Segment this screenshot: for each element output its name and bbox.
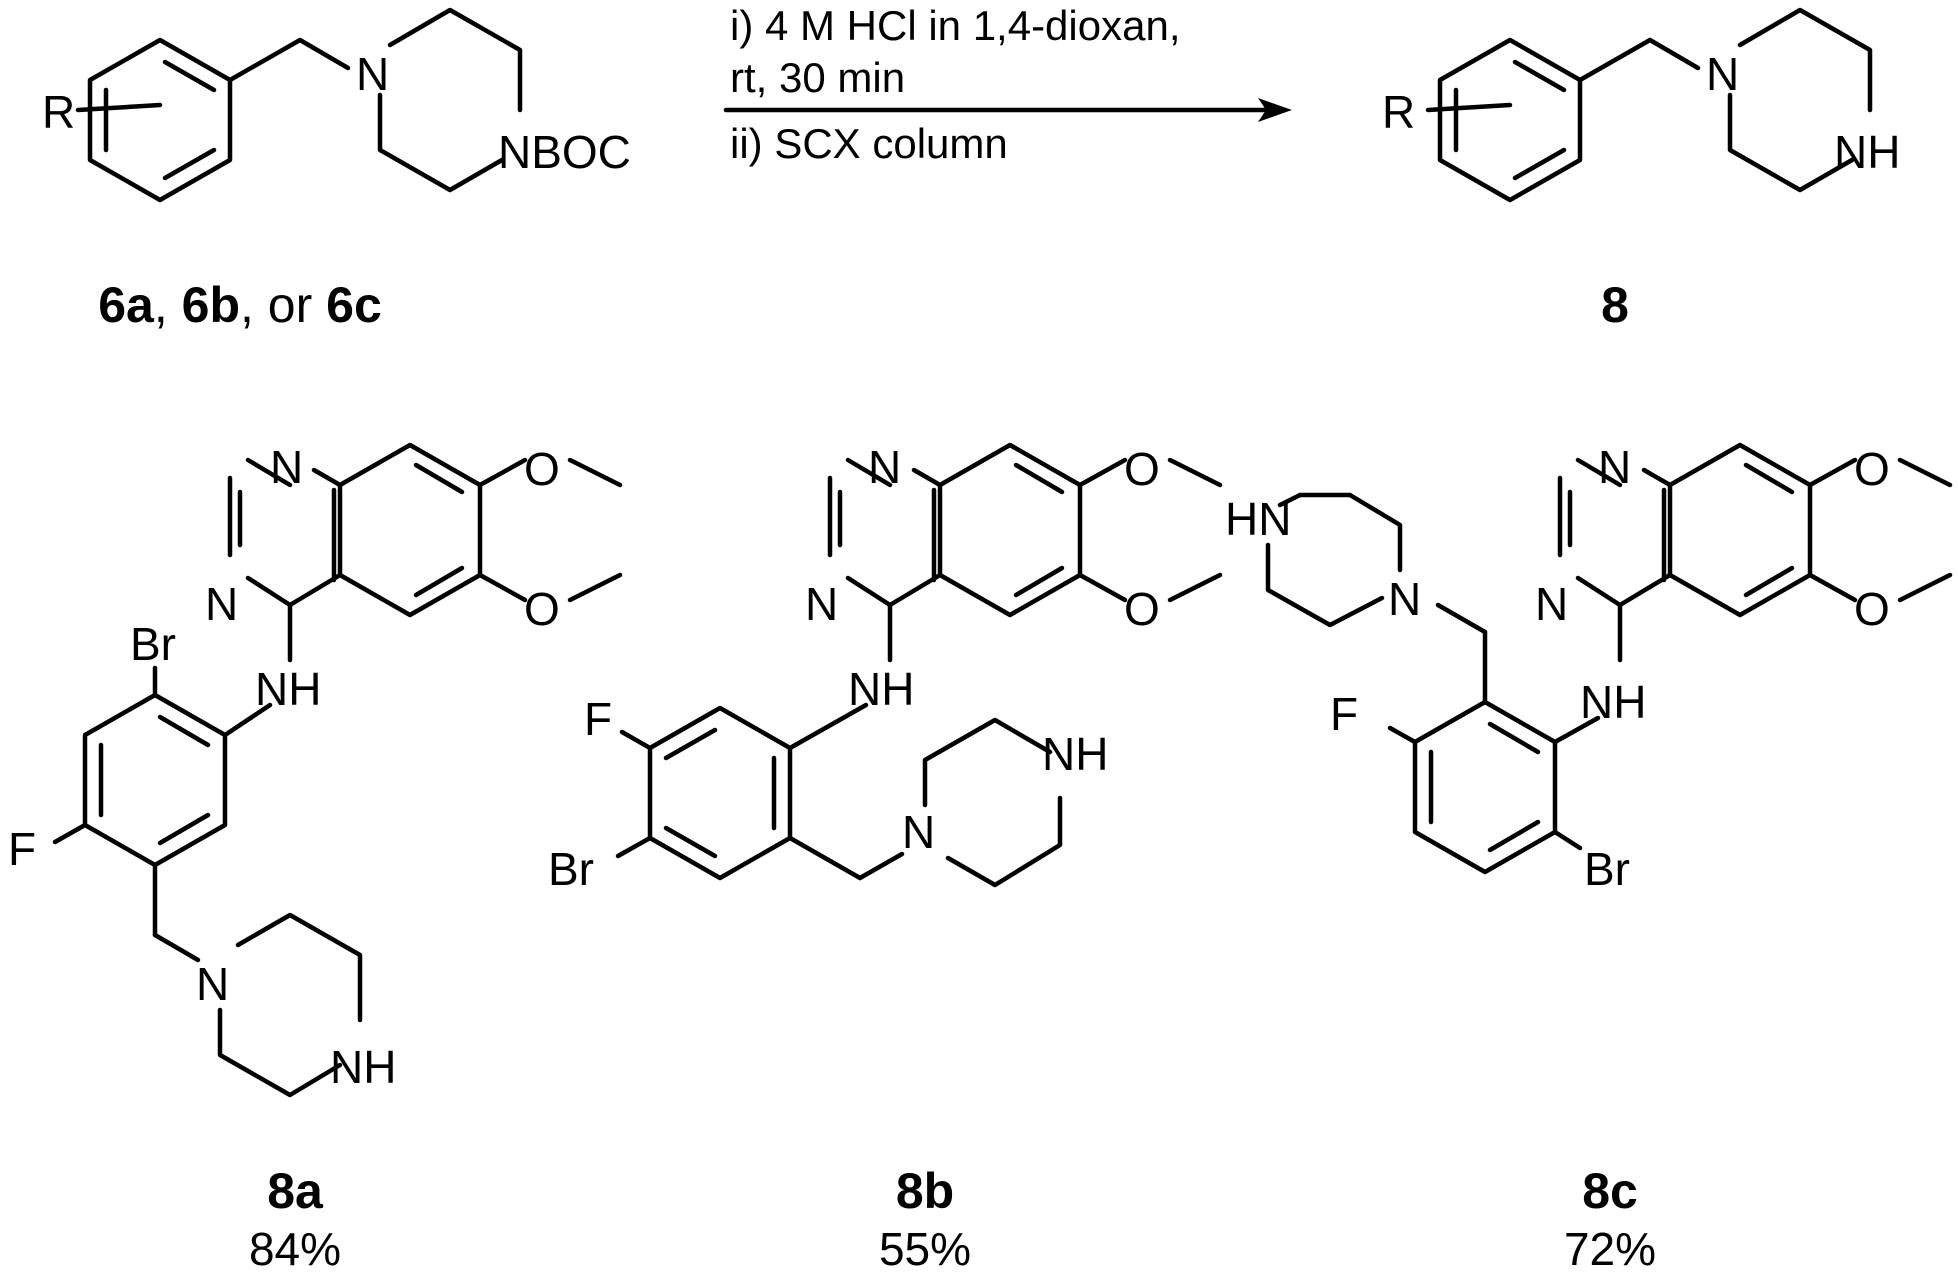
svg-text:N: N: [196, 958, 229, 1010]
reactant-n-amine: N: [356, 48, 389, 100]
reactant-nboc: NBOC: [498, 126, 631, 178]
svg-text:O: O: [1854, 443, 1890, 495]
product-nh: NH: [1834, 126, 1900, 178]
svg-text:NH: NH: [1580, 676, 1646, 728]
svg-text:Br: Br: [130, 618, 176, 670]
product-ring-double-bonds: [1453, 59, 1567, 181]
svg-text:N: N: [805, 578, 838, 630]
compound-8b-structure: [615, 442, 1223, 888]
svg-text:F: F: [1330, 688, 1358, 740]
svg-text:N: N: [205, 578, 238, 630]
svg-text:HN: HN: [1225, 493, 1291, 545]
compound-8c-atoms: N N O O NH F Br N HN: [1225, 441, 1890, 895]
svg-text:F: F: [584, 693, 612, 745]
reactant-label-part-4: 6c: [326, 277, 382, 333]
product-r-bond: [1425, 102, 1513, 113]
svg-text:N: N: [1535, 578, 1568, 630]
reactant-ring-double-bonds: [103, 59, 217, 181]
reactant-ch2-bond-1: [227, 37, 303, 83]
compound-8a-label: 8a: [267, 1163, 324, 1219]
condition-line-1: i) 4 M HCl in 1,4-dioxan,: [730, 2, 1181, 49]
svg-text:N: N: [1598, 441, 1631, 493]
compound-8a-atoms: N N O O NH Br F N NH: [8, 441, 560, 1093]
compound-8b-label: 8b: [896, 1163, 954, 1219]
compound-8a-structure: [52, 442, 623, 1098]
product-benzene-ring: [1437, 37, 1583, 203]
product-structure: R N NH: [1382, 7, 1900, 203]
condition-line-2: rt, 30 min: [730, 54, 905, 101]
reactant-structure: R N NBOC: [42, 7, 631, 203]
svg-text:NH: NH: [255, 663, 321, 715]
reactant-label-part-2: 6b: [182, 277, 240, 333]
svg-text:O: O: [1124, 583, 1160, 635]
svg-text:O: O: [524, 583, 560, 635]
svg-text:N: N: [868, 441, 901, 493]
reaction-arrow: [723, 98, 1292, 122]
svg-text:NH: NH: [848, 663, 914, 715]
svg-text:NH: NH: [330, 1041, 396, 1093]
reactant-label: 6a, 6b, or 6c: [98, 277, 382, 333]
svg-text:N: N: [1388, 573, 1421, 625]
product-label: 8: [1601, 277, 1629, 333]
svg-text:N: N: [270, 441, 303, 493]
reactant-label-part-1: ,: [154, 277, 182, 333]
svg-text:O: O: [524, 443, 560, 495]
reactant-benzene-ring: [87, 37, 233, 203]
reactant-label-part-0: 6a: [98, 277, 155, 333]
compound-8c-yield: 72%: [1564, 1223, 1656, 1275]
reactant-r-label: R: [42, 86, 75, 138]
compound-8b-atoms: N N O O NH F Br N NH: [548, 441, 1160, 895]
svg-text:NH: NH: [1042, 728, 1108, 780]
compound-8c-label: 8c: [1582, 1163, 1638, 1219]
condition-line-3: ii) SCX column: [730, 120, 1008, 167]
svg-text:F: F: [8, 823, 36, 875]
svg-text:Br: Br: [1584, 843, 1630, 895]
product-n-amine: N: [1706, 48, 1739, 100]
reaction-conditions: i) 4 M HCl in 1,4-dioxan, rt, 30 min ii)…: [730, 2, 1181, 167]
svg-text:Br: Br: [548, 843, 594, 895]
reactant-r-bond: [75, 102, 163, 113]
product-r-label: R: [1382, 86, 1415, 138]
reactant-ch2-bond-2: [297, 37, 351, 71]
compound-8a-yield: 84%: [249, 1223, 341, 1275]
reactant-piperazine-ring: [377, 7, 523, 193]
compound-8b-yield: 55%: [879, 1223, 971, 1275]
svg-text:O: O: [1854, 583, 1890, 635]
svg-text:O: O: [1124, 443, 1160, 495]
reactant-label-part-3: , or: [240, 277, 326, 333]
product-piperazine-ring: [1727, 7, 1873, 193]
compound-8c-structure: [1265, 442, 1953, 875]
svg-text:N: N: [902, 806, 935, 858]
